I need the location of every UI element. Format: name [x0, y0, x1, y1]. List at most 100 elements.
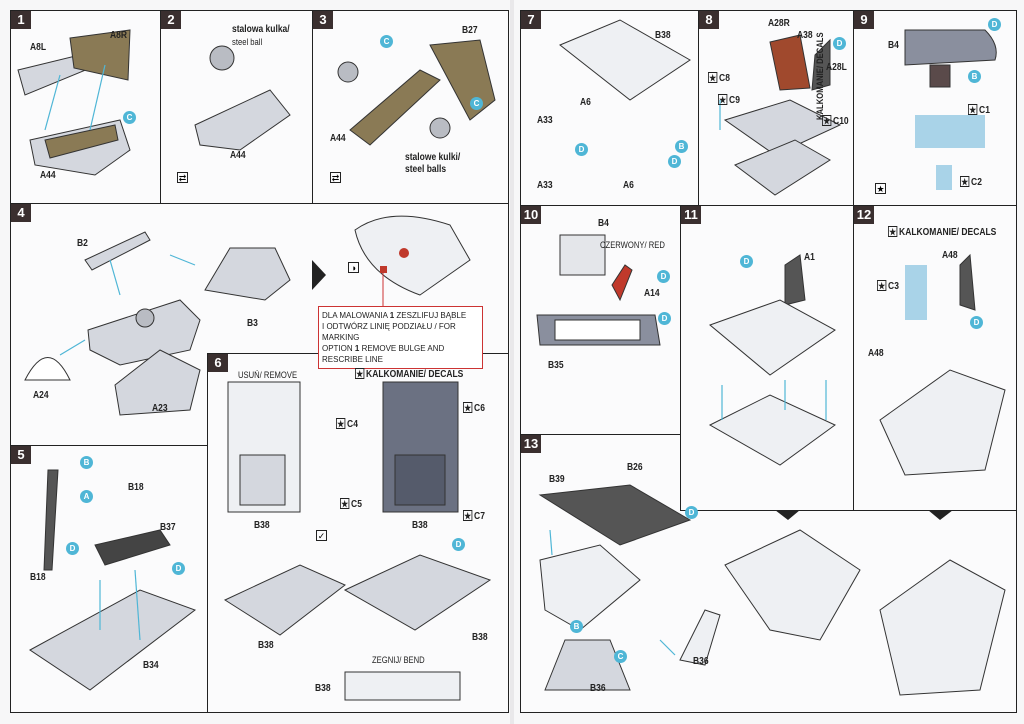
callout-badge: B	[675, 140, 688, 153]
step-number: 12	[854, 206, 874, 224]
part-label: A33	[537, 180, 553, 191]
part-label: CZERWONY/ RED	[600, 240, 665, 250]
part-label: B4	[598, 218, 609, 229]
callout-badge: D	[66, 542, 79, 555]
part-label: B35	[548, 360, 564, 371]
part-label: A28L	[826, 62, 847, 73]
step-number: 2	[161, 11, 181, 29]
part-label: USUŃ/ REMOVE	[238, 370, 298, 380]
part-floor	[734, 139, 831, 196]
star-icon: ★	[877, 280, 887, 291]
flip-icon: ⇄	[177, 172, 188, 183]
part-label: A23	[152, 403, 168, 414]
part-label: B36	[693, 656, 709, 667]
part-label: ★C2	[960, 176, 982, 188]
step-number: 6	[208, 354, 228, 372]
part-label: A44	[230, 150, 246, 161]
star-icon: ★	[340, 498, 350, 509]
star-icon: ★	[822, 115, 832, 126]
part-label: A48	[942, 250, 958, 261]
part-label: ★C6	[463, 402, 485, 414]
check-icon: ✓	[316, 530, 327, 541]
part-b4	[559, 234, 606, 276]
part-label: B4	[888, 40, 899, 51]
part-a48	[959, 253, 976, 311]
part-label: B26	[627, 462, 643, 473]
callout-badge: C	[380, 35, 393, 48]
part-label: B38	[315, 683, 331, 694]
part-label: steel ball	[232, 37, 263, 47]
part-a23	[114, 349, 201, 416]
step-number: 4	[11, 204, 31, 222]
part-b34	[29, 589, 197, 691]
part-label: B38	[655, 30, 671, 41]
step-number: 7	[521, 11, 541, 29]
part-label: A6	[623, 180, 634, 191]
callout-badge: C	[123, 111, 136, 124]
part-b37	[94, 529, 171, 566]
part-assembly-1	[724, 529, 861, 641]
callout-badge: D	[575, 143, 588, 156]
part-label: B38	[472, 632, 488, 643]
part-label: B38	[254, 520, 270, 531]
callout-badge: B	[570, 620, 583, 633]
part-a14	[611, 264, 633, 302]
part-label: stalowe kulki/	[405, 152, 461, 163]
callout-badge: B	[968, 70, 981, 83]
part-cockpit	[879, 369, 1006, 476]
part-label: B38	[258, 640, 274, 651]
part-label: A1	[804, 252, 815, 263]
callout-badge: D	[668, 155, 681, 168]
part-a38	[769, 34, 811, 91]
part-a1	[784, 254, 806, 306]
part-b4-panel	[904, 29, 997, 66]
part-a44	[194, 89, 291, 151]
part-label: A44	[330, 133, 346, 144]
callout-badge: D	[740, 255, 753, 268]
part-label: B18	[30, 572, 46, 583]
part-b38-tub	[223, 564, 346, 636]
part-label: A28R	[768, 18, 790, 29]
part-label: B37	[160, 522, 176, 533]
part-tub	[723, 99, 842, 156]
part-label: A44	[40, 170, 56, 181]
part-label: ★C3	[877, 280, 899, 292]
part-b36	[544, 639, 631, 691]
part-label: ★C1	[968, 104, 990, 116]
part-cowling	[354, 215, 471, 296]
decals-heading: ★KALKOMANIE/ DECALS	[888, 226, 997, 238]
step-number: 1	[11, 11, 31, 29]
part-label: steel balls	[405, 164, 447, 175]
step-number: 5	[11, 446, 31, 464]
decals-vertical-label: KALKOMANIE/ DECALS	[815, 32, 825, 120]
part-b18-large	[43, 469, 59, 571]
star-icon: ★	[463, 402, 473, 413]
step-number: 10	[521, 206, 541, 224]
part-label: B18	[128, 482, 144, 493]
callout-badge: D	[833, 37, 846, 50]
callout-badge: C	[614, 650, 627, 663]
callout-badge: D	[988, 18, 1001, 31]
paint-option-icon: ◑	[348, 262, 359, 273]
part-tub	[709, 299, 836, 376]
part-label: B2	[77, 238, 88, 249]
part-label: A14	[644, 288, 660, 299]
part-label: B3	[247, 318, 258, 329]
part-b38	[559, 19, 691, 101]
step-number: 9	[854, 11, 874, 29]
part-label: A8L	[30, 42, 47, 53]
part-b3	[204, 247, 291, 301]
part-b36-side	[679, 609, 721, 666]
decal-c1	[915, 115, 985, 148]
star-icon: ★	[968, 104, 978, 115]
flip-icon: ⇄	[330, 172, 341, 183]
part-a24	[24, 357, 71, 381]
part-label: A6	[580, 97, 591, 108]
part-b38-side	[344, 671, 461, 701]
part-label: ZEGNIJ/ BEND	[372, 655, 425, 665]
part-cockpit	[708, 394, 836, 466]
callout-badge: C	[470, 97, 483, 110]
callout-badge: D	[657, 270, 670, 283]
star-icon: ★	[708, 72, 718, 83]
